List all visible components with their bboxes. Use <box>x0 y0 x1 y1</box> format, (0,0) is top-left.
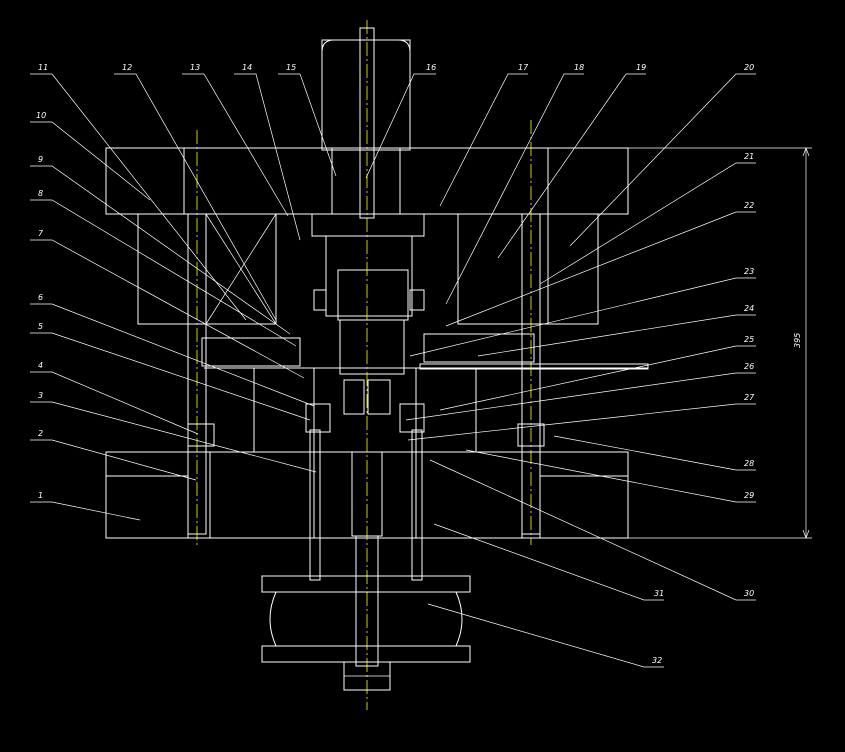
stripper-plates <box>201 333 649 370</box>
balloon-21: 21 <box>744 152 754 161</box>
punch-assembly <box>311 213 425 415</box>
leader-line-19 <box>497 73 646 259</box>
leader-line-7 <box>30 239 305 379</box>
leader-line-10 <box>30 121 151 201</box>
balloon-7: 7 <box>38 229 44 238</box>
balloon-8: 8 <box>38 189 43 198</box>
leader-line-32 <box>427 603 664 668</box>
leader-line-24 <box>477 314 756 357</box>
balloon-23: 23 <box>744 267 754 276</box>
balloon-25: 25 <box>744 335 754 344</box>
leader-line-12 <box>114 73 277 321</box>
balloon-19: 19 <box>636 63 646 72</box>
balloon-10: 10 <box>36 111 46 120</box>
balloon-14: 14 <box>242 63 252 72</box>
balloon-16: 16 <box>426 63 436 72</box>
leader-line-31 <box>433 523 664 601</box>
balloon-32: 32 <box>652 656 662 665</box>
balloon-3: 3 <box>38 391 43 400</box>
balloon-31: 31 <box>654 589 664 598</box>
balloon-1: 1 <box>38 491 43 500</box>
guide-posts <box>187 120 541 545</box>
leader-line-16 <box>365 73 436 179</box>
leader-line-8 <box>30 199 297 347</box>
leader-line-27 <box>407 403 756 441</box>
leader-line-5 <box>30 332 311 421</box>
leader-line-9 <box>30 165 291 335</box>
leader-line-15 <box>278 73 337 177</box>
balloon-27: 27 <box>744 393 755 402</box>
leader-line-4 <box>30 371 199 435</box>
balloon-11: 11 <box>38 63 48 72</box>
balloon-18: 18 <box>574 63 584 72</box>
leader-line-29 <box>465 449 756 503</box>
leader-line-17 <box>439 73 528 207</box>
balloon-20: 20 <box>744 63 754 72</box>
balloon-29: 29 <box>744 491 754 500</box>
balloon-6: 6 <box>38 293 43 302</box>
balloon-26: 26 <box>744 362 754 371</box>
leader-line-23 <box>409 277 756 357</box>
balloon-30: 30 <box>744 589 754 598</box>
leader-line-11 <box>30 73 247 321</box>
leader-line-14 <box>234 73 301 241</box>
dimension-value: 395 <box>793 333 802 348</box>
balloon-5: 5 <box>38 322 43 331</box>
balloon-13: 13 <box>190 63 200 72</box>
leader-line-22 <box>445 211 756 327</box>
balloon-22: 22 <box>744 201 754 210</box>
balloon-17: 17 <box>518 63 529 72</box>
leader-line-25 <box>439 345 756 411</box>
leader-line-21 <box>539 162 756 285</box>
leader-line-26 <box>405 372 756 421</box>
leader-line-2 <box>30 439 197 481</box>
balloon-labels: 1 2 3 4 5 6 7 8 9 10 11 12 13 14 15 16 1… <box>36 63 755 665</box>
balloon-leaders <box>30 73 756 668</box>
balloon-28: 28 <box>744 459 754 468</box>
balloon-4: 4 <box>38 361 43 370</box>
balloon-12: 12 <box>122 63 132 72</box>
leader-line-28 <box>553 435 756 471</box>
leader-line-20 <box>569 73 756 247</box>
leader-line-13 <box>182 73 289 217</box>
leader-line-18 <box>445 73 584 305</box>
ejector-rods <box>309 20 423 710</box>
upper-die-holder <box>137 213 599 325</box>
balloon-24: 24 <box>744 304 754 313</box>
leader-line-3 <box>30 401 317 473</box>
lower-die <box>253 367 477 453</box>
balloon-2: 2 <box>38 429 43 438</box>
buffer-assembly <box>261 575 471 691</box>
dimension-395: 395 <box>628 147 812 539</box>
leader-line-6 <box>30 303 315 407</box>
balloon-15: 15 <box>286 63 296 72</box>
leader-line-30 <box>429 459 756 601</box>
die-shank <box>321 39 411 151</box>
balloon-9: 9 <box>38 155 43 164</box>
leader-line-1 <box>30 501 141 521</box>
